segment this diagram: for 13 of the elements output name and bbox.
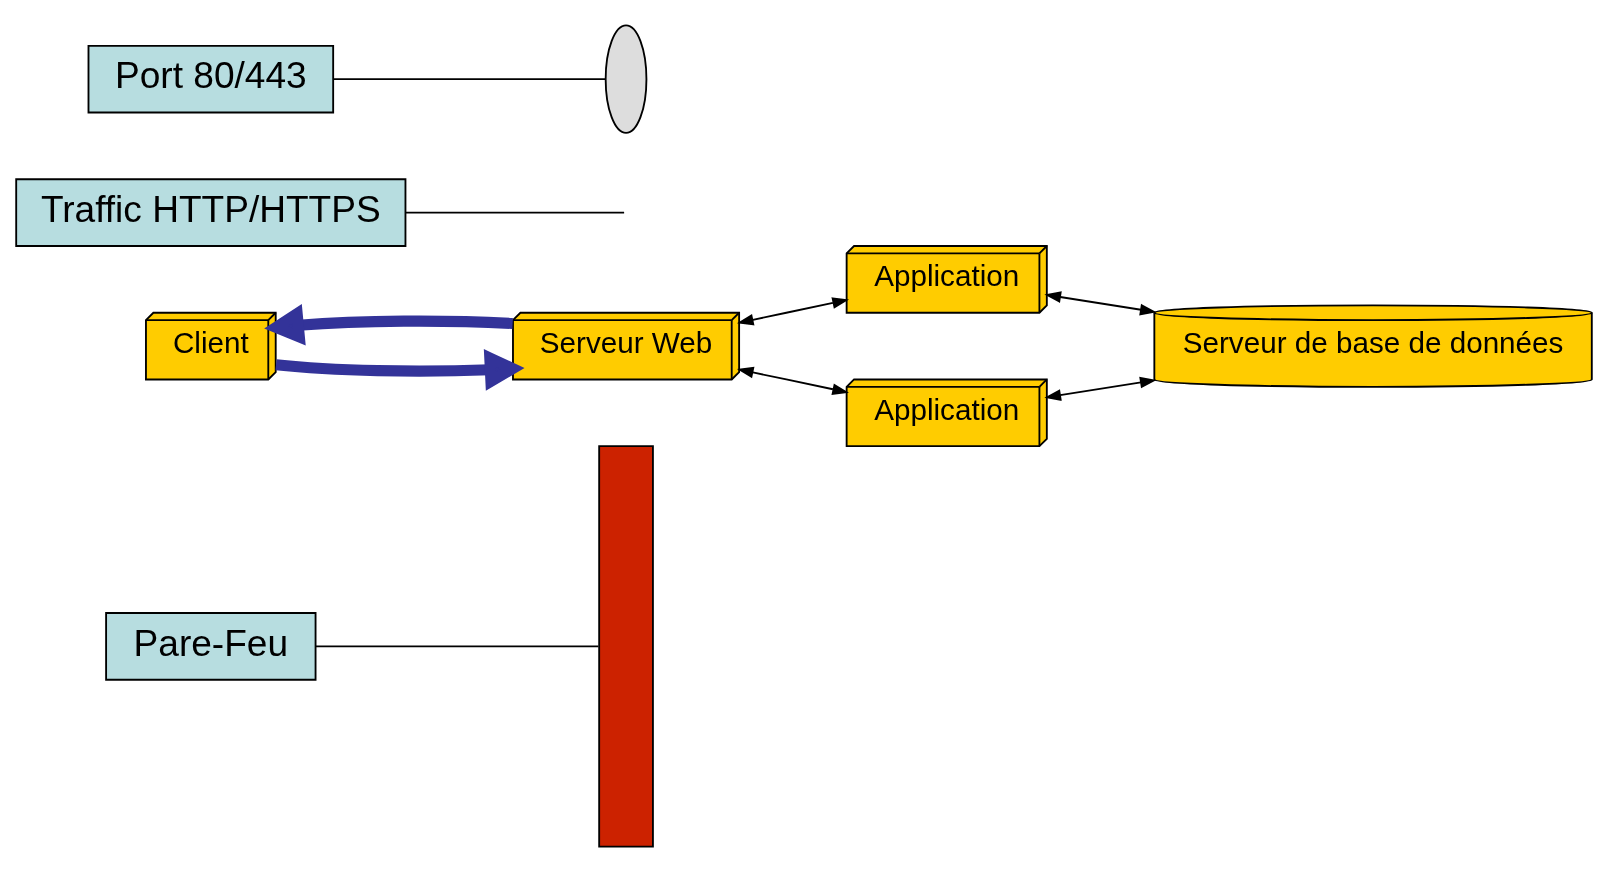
arrow xyxy=(736,366,849,395)
connector xyxy=(315,644,600,647)
arrow xyxy=(275,348,525,391)
node-bar xyxy=(598,444,654,847)
arrow xyxy=(1044,290,1157,315)
connector xyxy=(332,77,606,80)
connector xyxy=(404,211,626,214)
node-box: Pare-Feu xyxy=(105,611,317,681)
arrow xyxy=(736,296,849,325)
arrow xyxy=(1044,376,1157,401)
node-ellipse xyxy=(604,24,648,134)
node-box: Traffic HTTP/HTTPS xyxy=(15,177,407,247)
node-box: Port 80/443 xyxy=(87,44,335,113)
